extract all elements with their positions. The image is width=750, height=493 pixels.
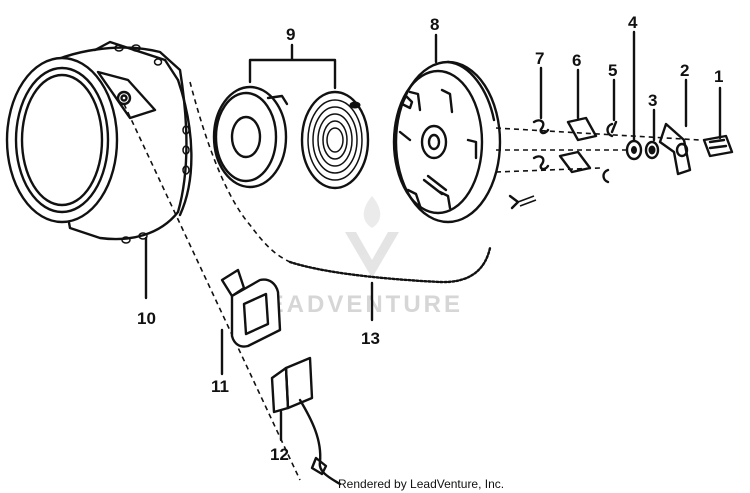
spring-cup [212,85,289,189]
part-label-8: 8 [430,15,439,34]
part-label-11: 11 [211,377,229,396]
part-label-10: 10 [137,309,156,328]
starter-rope [189,81,291,263]
brake-lever [658,122,692,176]
watermark-text: LEADVENTURE [250,291,463,318]
recoil-spring [300,90,370,190]
part-label-6: 6 [572,51,581,70]
part-label-9: 9 [286,25,295,44]
watermark-logo-icon [345,196,399,278]
watermark: LEADVENTURE [250,196,463,318]
assembly-lines [123,103,701,481]
handle-insert [270,356,342,486]
render-credit: Rendered by LeadVenture, Inc. [338,477,504,491]
part-label-12: 12 [270,445,289,464]
part-label-1: 1 [714,67,723,86]
starter-handle [220,268,282,348]
starter-housing [5,40,193,244]
part-label-13: 13 [361,329,380,348]
pawl-springs [532,119,550,171]
retainer-clips [602,120,618,184]
part-label-5: 5 [608,61,617,80]
part-label-7: 7 [535,49,544,68]
leader-9-bracket [248,43,337,90]
starter-rope-segment [288,246,492,284]
starter-pulley [392,60,502,224]
center-screw [702,134,734,158]
part-label-2: 2 [680,61,689,80]
nut [644,140,660,160]
part-label-3: 3 [648,91,657,110]
pawls [508,116,598,210]
part-label-4: 4 [628,13,638,32]
